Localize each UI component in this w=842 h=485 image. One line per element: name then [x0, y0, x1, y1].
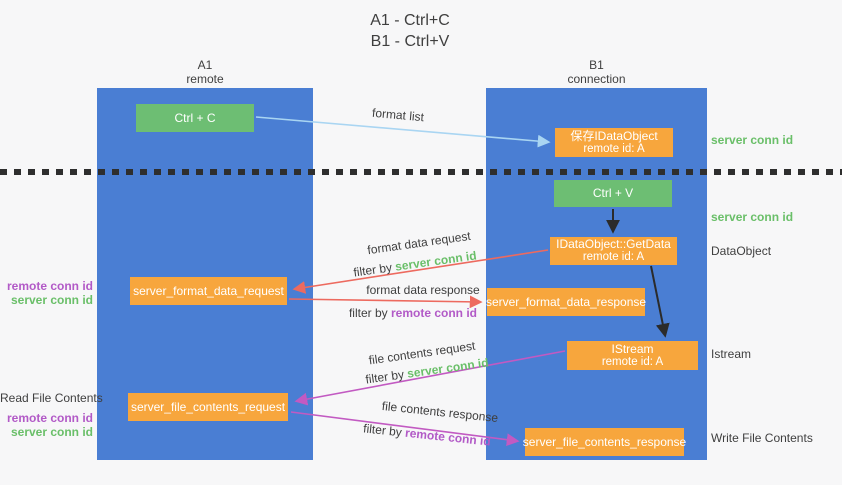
right-label-istream: Istream	[711, 347, 752, 361]
left-label-conn-ids-bottom: remote conn id server conn id	[0, 411, 93, 439]
title-line-1: A1 - Ctrl+C	[370, 12, 450, 29]
filter-by-text: filter by	[362, 421, 403, 440]
node-ctrl-c: Ctrl + C	[136, 104, 254, 132]
lane-b-header: B1 connection	[486, 58, 707, 86]
edge-label-filter-remote-1: filter by remote conn id	[338, 306, 488, 320]
right-label-dataobject: DataObject	[711, 244, 772, 258]
node-ctrl-c-label: Ctrl + C	[174, 110, 216, 125]
left-label-read-file-contents: Read File Contents	[0, 391, 103, 405]
node-save-dataobject: 保存IDataObject remote id: A	[555, 128, 673, 157]
node-server-file-contents-response: server_file_contents_response	[522, 428, 687, 456]
lane-b-subtitle: connection	[567, 72, 626, 86]
right-label-write-file-contents: Write File Contents	[711, 431, 813, 445]
server-conn-id-text: server conn id	[10, 425, 93, 439]
lane-a-subtitle: remote	[186, 72, 224, 86]
title-line-2: B1 - Ctrl+V	[370, 33, 450, 50]
remote-conn-id-text: remote conn id	[6, 411, 93, 425]
edge-label-format-list: format list	[371, 105, 425, 125]
right-label-server-conn-id-2: server conn id	[711, 210, 794, 224]
node-server-format-data-response-label: server_format_data_response	[485, 294, 647, 309]
remote-conn-id-text: remote conn id	[404, 425, 492, 449]
node-getdata-line2: remote id: A	[582, 251, 645, 263]
lane-b-name: B1	[589, 58, 604, 72]
node-save-dataobject-line2: remote id: A	[583, 142, 645, 155]
edge-label-format-data-response: format data response	[366, 283, 480, 297]
node-getdata: IDataObject::GetData remote id: A	[550, 237, 677, 265]
node-server-file-contents-request-label: server_file_contents_request	[130, 399, 286, 414]
lane-a-name: A1	[197, 58, 213, 72]
node-istream-line2: remote id: A	[601, 355, 664, 368]
node-server-file-contents-response-label: server_file_contents_response	[522, 434, 687, 449]
right-label-server-conn-id-1: server conn id	[711, 133, 794, 147]
remote-conn-id-text: remote conn id	[391, 306, 478, 320]
filter-by-text: filter by	[364, 367, 405, 387]
diagram-title: A1 - Ctrl+C B1 - Ctrl+V	[0, 10, 820, 52]
remote-conn-id-text: remote conn id	[6, 279, 93, 293]
left-label-conn-ids-top: remote conn id server conn id	[0, 279, 93, 307]
node-ctrl-v: Ctrl + V	[554, 180, 672, 207]
lane-a-header: A1 remote	[97, 58, 313, 86]
arrow-format-data-response	[288, 295, 483, 309]
node-server-format-data-request-label: server_format_data_request	[133, 283, 284, 298]
filter-by-text: filter by	[348, 306, 388, 320]
node-server-format-data-response: server_format_data_response	[485, 288, 647, 316]
filter-by-text: filter by	[352, 260, 393, 280]
node-save-dataobject-line1: 保存IDataObject	[570, 128, 658, 143]
node-ctrl-v-label: Ctrl + V	[592, 186, 634, 200]
node-istream: IStream remote id: A	[567, 341, 698, 370]
server-conn-id-text: server conn id	[10, 293, 93, 307]
node-server-format-data-request: server_format_data_request	[130, 277, 287, 305]
node-getdata-line1: IDataObject::GetData	[556, 237, 671, 251]
edge-label-filter-remote-2: filter by remote conn id	[352, 420, 503, 450]
node-istream-line1: IStream	[611, 341, 654, 356]
node-server-file-contents-request: server_file_contents_request	[128, 393, 288, 421]
server-conn-id-text: server conn id	[394, 248, 478, 274]
